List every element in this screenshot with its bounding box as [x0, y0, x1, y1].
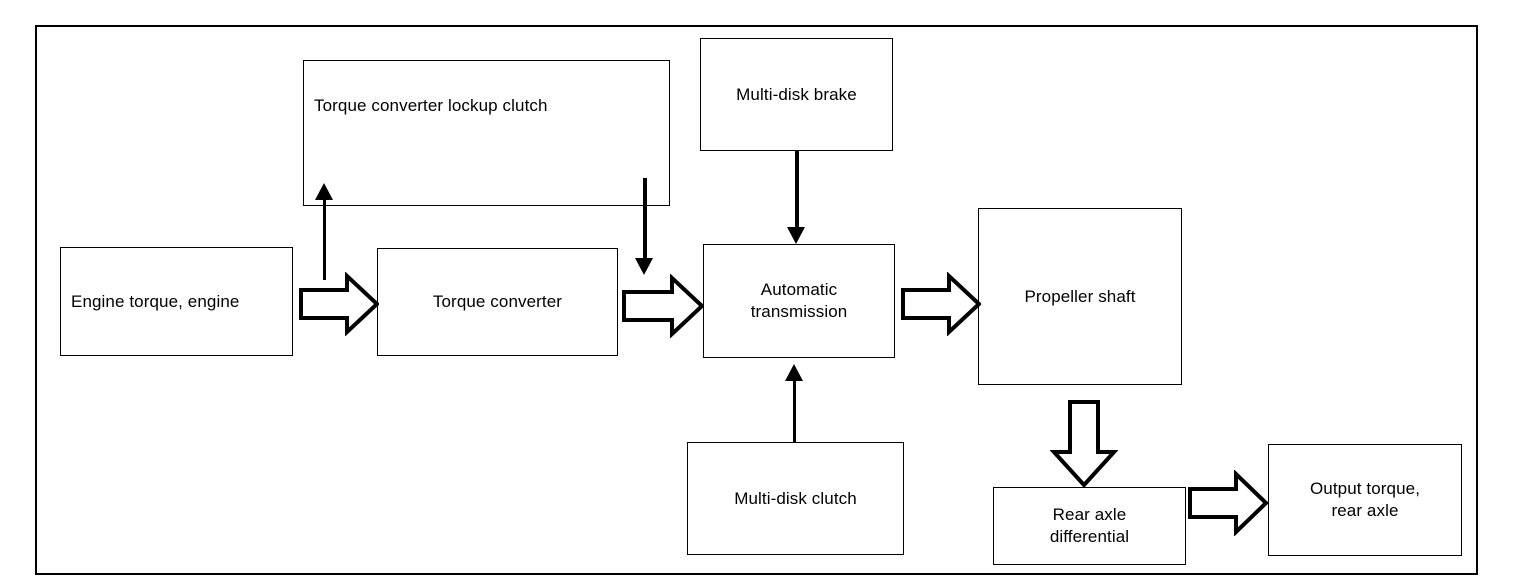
connector-engine-link-to-lockup-clutch-line	[323, 196, 326, 280]
node-multi-disk-clutch[interactable]: Multi-disk clutch	[687, 442, 904, 555]
node-output-torque-rear-axle[interactable]: Output torque, rear axle	[1268, 444, 1462, 556]
block-arrow-transmission-to-propeller-shaft	[901, 272, 981, 336]
node-label: Torque converter lockup clutch	[314, 96, 548, 115]
node-propeller-shaft[interactable]: Propeller shaft	[978, 208, 1182, 385]
node-rear-axle-differential[interactable]: Rear axle differential	[993, 487, 1186, 565]
block-arrow-engine-to-torque-converter	[299, 272, 379, 336]
node-multi-disk-brake[interactable]: Multi-disk brake	[700, 38, 893, 151]
node-label-line-2: rear axle	[1331, 501, 1399, 520]
node-label-line-2: transmission	[750, 302, 848, 321]
arrowhead-down-icon	[635, 258, 653, 275]
node-label: Multi-disk brake	[736, 84, 857, 104]
node-automatic-transmission[interactable]: Automatic transmission	[703, 244, 895, 358]
node-label-line-2: differential	[1049, 527, 1130, 546]
node-label: Propeller shaft	[1024, 286, 1136, 306]
node-engine-torque-engine[interactable]: Engine torque, engine	[60, 247, 293, 356]
connector-lockup-clutch-to-torque-converter-line	[643, 178, 647, 262]
block-arrow-rear-axle-to-output-torque	[1188, 470, 1268, 536]
node-label-line-1: Output torque,	[1309, 479, 1421, 499]
arrowhead-down-icon	[787, 227, 805, 244]
diagram-outer-frame	[35, 25, 1478, 575]
node-label-line-1: Rear axle	[1052, 505, 1127, 525]
node-label: Torque converter	[432, 292, 563, 312]
connector-multi-disk-brake-to-transmission-line	[795, 151, 799, 230]
arrowhead-up-icon	[315, 183, 333, 200]
arrowhead-up-icon	[785, 364, 803, 381]
block-arrow-propeller-shaft-to-rear-axle	[1050, 400, 1118, 488]
node-label: Engine torque, engine	[71, 291, 240, 311]
node-torque-converter[interactable]: Torque converter	[377, 248, 618, 356]
block-arrow-torque-converter-to-transmission	[622, 274, 704, 338]
node-label: Multi-disk clutch	[734, 488, 857, 508]
node-torque-converter-lockup-clutch[interactable]: Torque converter lockup clutch	[303, 60, 670, 206]
node-label-line-1: Automatic	[760, 280, 838, 300]
connector-multi-disk-clutch-to-transmission-line	[793, 378, 796, 442]
